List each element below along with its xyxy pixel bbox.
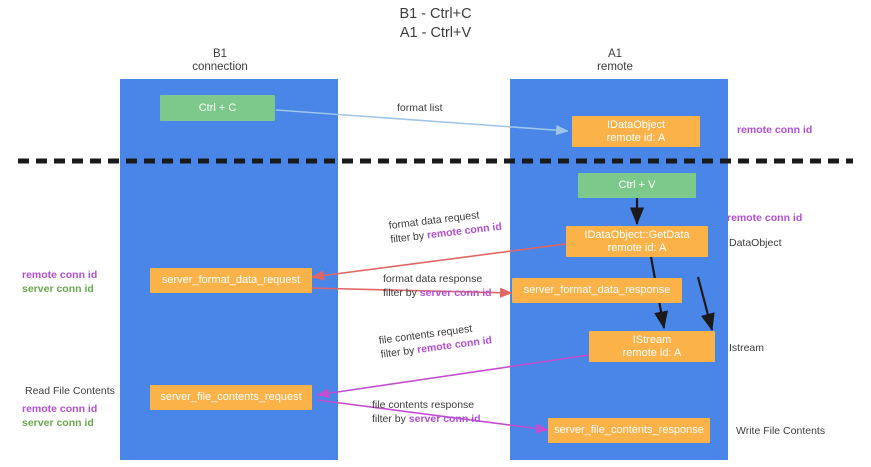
annotation-remote-conn-id-top: remote conn id [737,123,812,137]
page-title: B1 - Ctrl+C A1 - Ctrl+V [0,5,871,43]
edge-label-file-contents-response-highlight: server conn id [408,413,481,425]
node-getdata-line1: IDataObject::GetData [584,228,690,241]
annotation-write-file-contents: Write File Contents [736,424,825,438]
edge-label-format-list: format list [397,101,443,115]
edge-label-file-contents-request: file contents request filter by remote c… [378,319,493,361]
column-header-b1-role: connection [192,61,248,73]
edge-label-format-data-response-highlight: server conn id [419,287,492,299]
annotation-left-conn-bottom-server: server conn id [22,417,94,429]
column-header-a1-role: remote [597,61,633,73]
annotation-left-conn-bottom: remote conn id server conn id [22,402,97,430]
node-server-file-contents-request-label: server_file_contents_request [160,391,302,403]
annotation-dataobject: DataObject [729,236,782,250]
node-server-file-contents-response[interactable]: server_file_contents_response [548,418,710,443]
node-idataobject-line2: remote id: A [606,131,666,144]
node-idataobject[interactable]: IDataObject remote id: A [572,116,700,147]
node-istream-line2: remote id: A [622,346,682,359]
node-ctrl-c[interactable]: Ctrl + C [160,95,275,121]
annotation-left-conn-mid-server: server conn id [22,283,94,295]
title-line-1: B1 - Ctrl+C [399,6,472,22]
node-istream-line1: IStream [632,333,672,346]
annotation-remote-conn-id-mid: remote conn id [727,211,802,225]
edge-label-format-data-request: format data request filter by remote con… [388,206,503,247]
annotation-remote-conn-id-top-text: remote conn id [737,124,813,136]
edge-label-format-data-response-line1: format data response [383,273,483,285]
edge-label-format-data-response-prefix: filter by [383,287,420,299]
node-idataobject-line1: IDataObject [606,118,666,131]
column-header-b1-name: B1 [212,48,228,60]
node-server-format-data-request-label: server_format_data_request [161,274,301,286]
column-header-b1: B1 connection [150,48,290,74]
annotation-read-file-contents-text: Read File Contents [25,385,115,397]
node-server-format-data-response-label: server_format_data_response [523,284,671,296]
node-server-file-contents-response-label: server_file_contents_response [554,424,704,436]
node-ctrl-v-label: Ctrl + V [618,179,656,191]
edge-label-format-data-response: format data response filter by server co… [383,272,492,300]
annotation-remote-conn-id-mid-text: remote conn id [727,212,803,224]
title-line-2: A1 - Ctrl+V [399,25,472,41]
node-server-file-contents-request[interactable]: server_file_contents_request [150,385,312,410]
node-ctrl-c-label: Ctrl + C [198,101,237,114]
edge-label-file-contents-response: file contents response filter by server … [372,398,481,426]
node-idataobject-getdata[interactable]: IDataObject::GetData remote id: A [566,226,708,257]
column-header-a1-name: A1 [607,48,623,60]
node-server-format-data-response[interactable]: server_format_data_response [512,278,682,303]
edge-label-file-contents-response-line1: file contents response [372,399,475,411]
node-server-format-data-request[interactable]: server_format_data_request [150,268,312,293]
node-getdata-line2: remote id: A [607,241,667,254]
node-istream[interactable]: IStream remote id: A [589,331,715,362]
annotation-write-file-contents-text: Write File Contents [736,425,826,437]
annotation-dataobject-text: DataObject [729,237,782,249]
edge-label-format-list-text: format list [397,102,443,114]
edge-label-format-data-request-prefix: filter by [389,229,428,246]
edge-label-file-contents-response-prefix: filter by [372,413,409,425]
annotation-left-conn-mid: remote conn id server conn id [22,268,97,296]
annotation-read-file-contents: Read File Contents [25,384,115,398]
annotation-istream: Istream [729,341,764,355]
node-ctrl-v[interactable]: Ctrl + V [578,173,696,198]
annotation-left-conn-mid-remote: remote conn id [22,269,98,281]
edge-label-file-contents-request-prefix: filter by [379,344,418,361]
column-header-a1: A1 remote [545,48,685,74]
annotation-left-conn-bottom-remote: remote conn id [22,403,98,415]
annotation-istream-text: Istream [729,342,765,354]
